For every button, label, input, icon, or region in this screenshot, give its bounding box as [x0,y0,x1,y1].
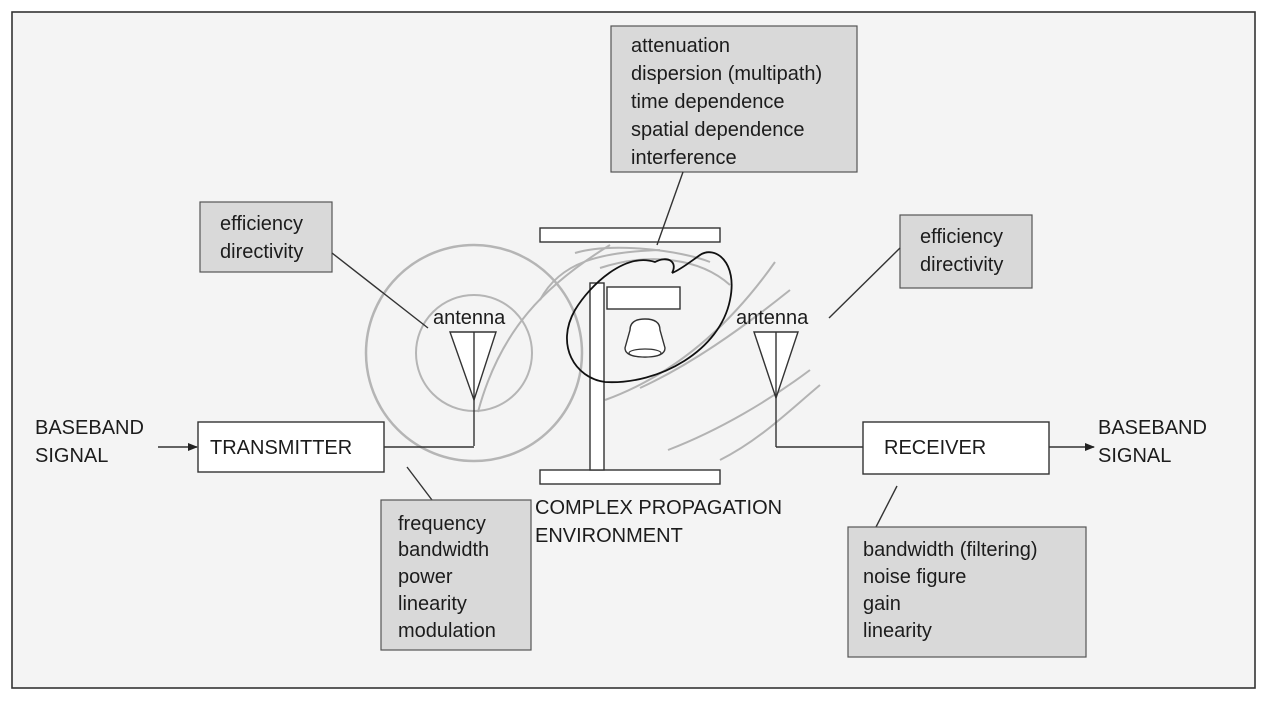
tx-antenna-item: directivity [220,241,303,263]
transmitter-item: modulation [398,620,496,642]
vertical-pole [589,282,605,471]
environment-obstacles [539,227,733,485]
tx-antenna-icon [449,331,497,403]
transmitter-item: linearity [398,593,467,615]
propagation-info-box [610,25,858,173]
receiver-info-box [847,526,1087,658]
small-block [606,286,681,310]
baseband-output-label: BASEBAND [1098,417,1207,439]
transmitter-label: TRANSMITTER [210,437,352,459]
baseband-output-label: SIGNAL [1098,445,1171,467]
tx-antenna-item: efficiency [220,213,303,235]
environment-label: COMPLEX PROPAGATION [535,497,782,519]
propagation-item: interference [631,147,737,169]
rx-antenna-info-box [899,214,1033,289]
receiver-item: noise figure [863,566,966,588]
receiver-item: gain [863,593,901,615]
baseband-input-label: SIGNAL [35,445,108,467]
transmitter-item: power [398,566,453,588]
receiver-label: RECEIVER [884,437,986,459]
receiver-leader-line [875,485,898,528]
propagation-item: attenuation [631,35,730,57]
rx-antenna-label: antenna [736,307,809,329]
scatter-region-outline [566,251,733,383]
bottom-plate [539,469,721,485]
rx-antenna-item: directivity [920,254,1003,276]
environment-label: ENVIRONMENT [535,525,683,547]
transmitter-leader-line [406,466,433,501]
propagation-item: time dependence [631,91,784,113]
multipath-waves [477,244,821,461]
transmitter-item: frequency [398,513,486,535]
propagation-item: spatial dependence [631,119,804,141]
transmitter-item: bandwidth [398,539,489,561]
propagation-leader-line [656,171,684,246]
receiver-block [862,421,1050,475]
tx-antenna-info-box [199,201,333,273]
transmitter-info-box [380,499,532,651]
rx-antenna-leader-line [828,247,901,319]
baseband-input-label: BASEBAND [35,417,144,439]
top-plate [539,227,721,243]
tx-antenna-label: antenna [433,307,506,329]
receiver-item: linearity [863,620,932,642]
rx-antenna-item: efficiency [920,226,1003,248]
propagation-item: dispersion (multipath) [631,63,822,85]
tx-antenna-leader-line [331,252,429,329]
receiver-item: bandwidth (filtering) [863,539,1038,561]
